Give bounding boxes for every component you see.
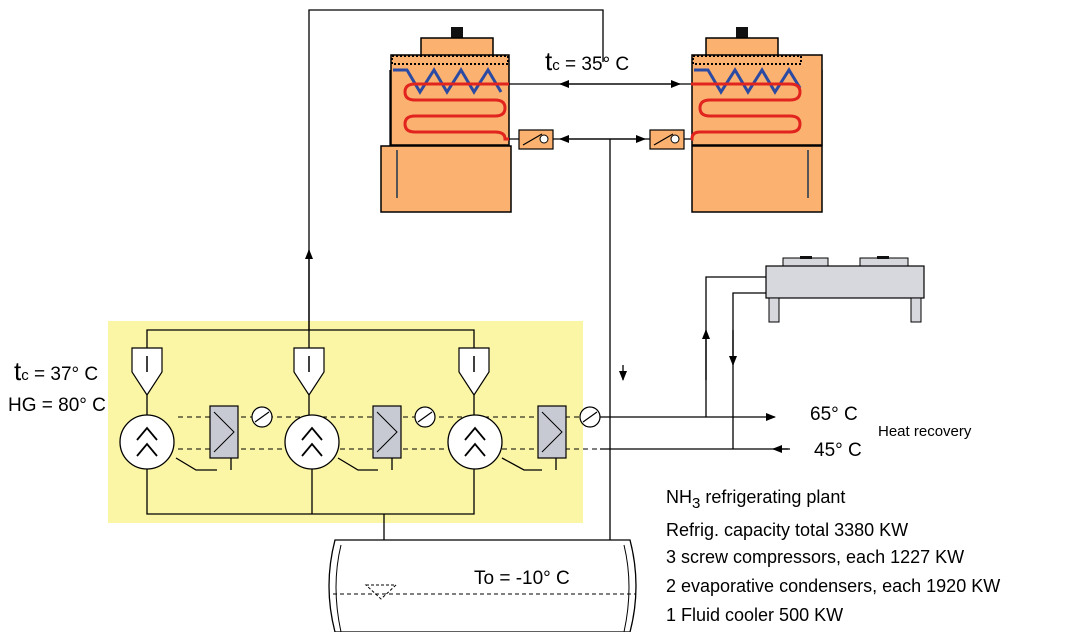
compressor-unit-2	[284, 347, 436, 470]
low-pressure-receiver	[328, 539, 637, 632]
screw-compressor-3	[447, 414, 503, 470]
receiver-temp-label: To = -10° C	[474, 568, 570, 589]
expansion-valve-right	[649, 129, 685, 150]
plant-note-compressors: 3 screw compressors, each 1227 KW	[666, 547, 964, 567]
hot-gas-riser	[308, 9, 604, 330]
plant-note-condensers: 2 evaporative condensers, each 1920 KW	[666, 576, 1000, 596]
heat-recovery-supply-temp: 65° C	[810, 404, 858, 425]
heat-recovery-return-temp: 45° C	[814, 440, 862, 461]
fluid-cooler	[765, 256, 925, 323]
expansion-valve-left	[518, 129, 554, 150]
screw-compressor-1	[119, 414, 175, 470]
compressor-temp-label: tc = 37° C	[14, 356, 98, 386]
compressor-header	[146, 329, 475, 348]
compressor-unit-1	[119, 347, 273, 470]
screw-compressor-2	[284, 414, 340, 470]
evaporative-condenser-left	[380, 27, 512, 213]
compressor-skid-highlight	[108, 321, 583, 523]
evaporative-condenser-right	[690, 27, 823, 213]
plant-note-capacity: Refrig. capacity total 3380 KW	[666, 520, 908, 540]
heat-recovery-label: Heat recovery	[878, 423, 972, 440]
liquid-level-icon	[364, 584, 398, 600]
hot-gas-temp-label: HG = 80° C	[8, 395, 106, 416]
fluid-cooler-supply	[705, 276, 767, 417]
plant-title: NH3 refrigerating plant	[666, 487, 845, 512]
condenser-temp-label: tc = 35° C	[545, 46, 629, 76]
fluid-cooler-return	[732, 292, 767, 449]
suction-header	[146, 458, 475, 515]
compressor-unit-3	[447, 347, 601, 470]
plant-note-fluid-cooler: 1 Fluid cooler 500 KW	[666, 605, 843, 625]
